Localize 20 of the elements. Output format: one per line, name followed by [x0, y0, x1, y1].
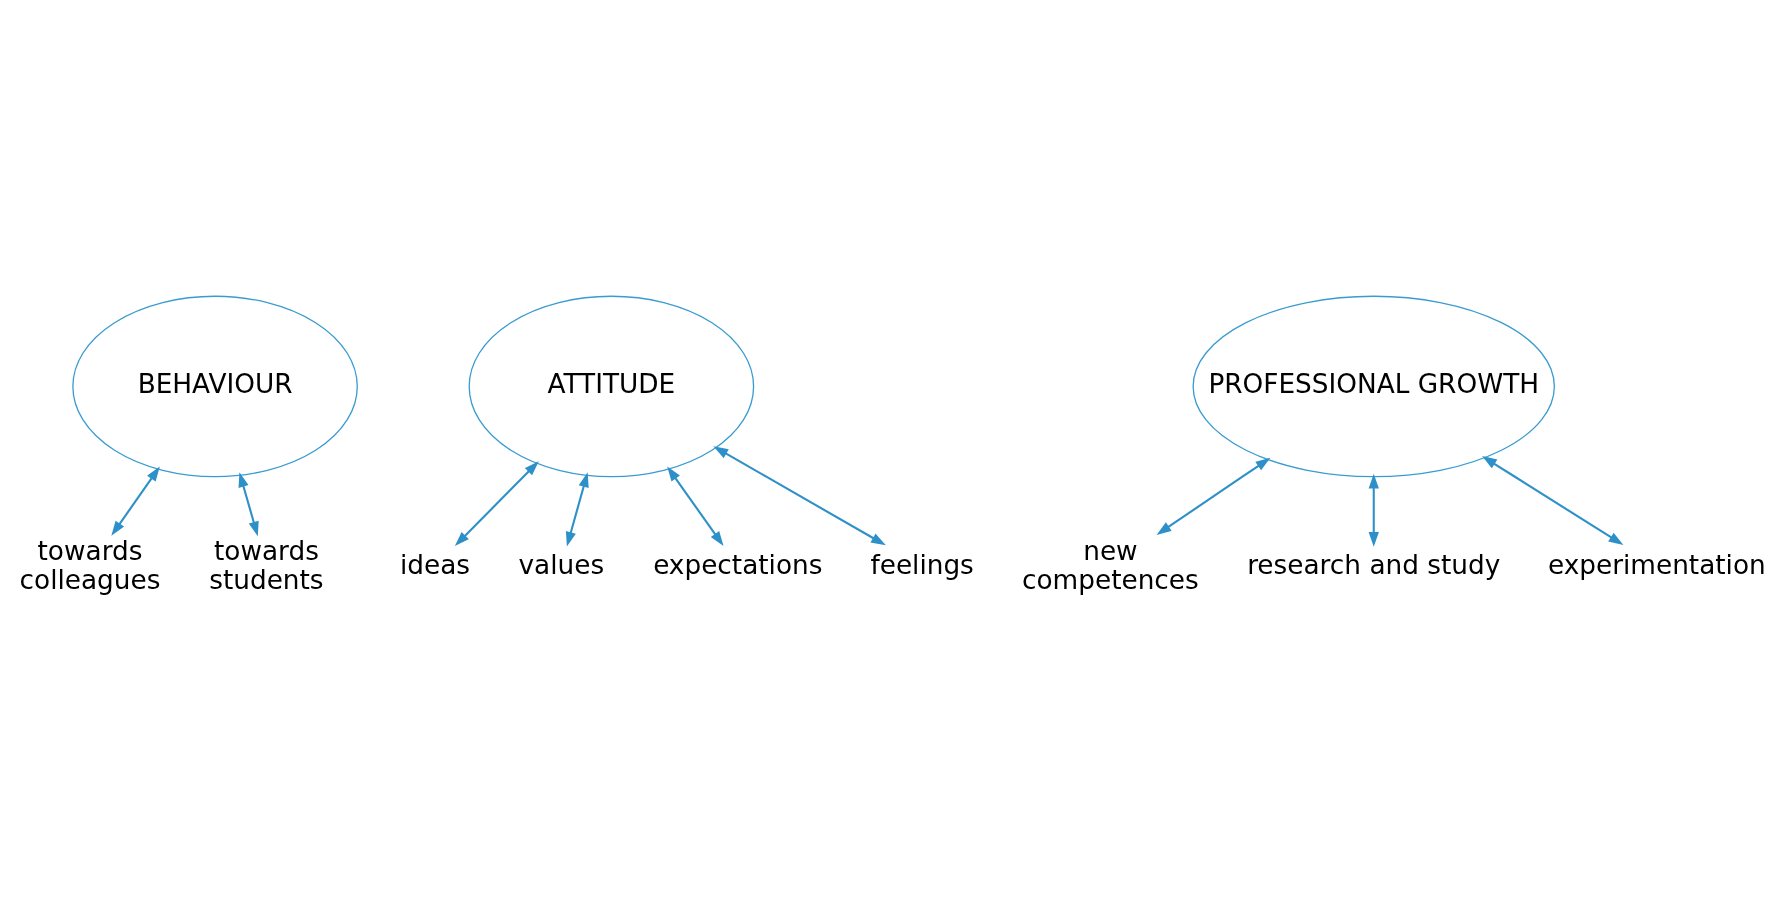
arrow — [565, 472, 589, 547]
arrow — [111, 466, 160, 536]
arrow — [713, 446, 886, 546]
node-text: towards colleagues — [19, 535, 161, 595]
arrow — [667, 466, 724, 547]
arrow — [1482, 456, 1624, 546]
node-text: research and study — [1247, 550, 1501, 581]
node-text: values — [518, 550, 605, 581]
arrow — [1156, 457, 1271, 535]
node-text: new competences — [1022, 535, 1199, 595]
node-text: towards students — [209, 535, 324, 595]
node-text: expectations — [653, 550, 823, 581]
node-ellipse: PROFESSIONAL GROWTH — [1192, 295, 1555, 478]
arrow — [454, 461, 539, 547]
node-ellipse: BEHAVIOUR — [72, 295, 358, 478]
node-text: experimentation — [1547, 550, 1766, 581]
node-text: feelings — [870, 550, 974, 581]
node-text: ideas — [399, 550, 470, 581]
arrow — [1368, 473, 1379, 547]
arrow — [238, 472, 259, 537]
